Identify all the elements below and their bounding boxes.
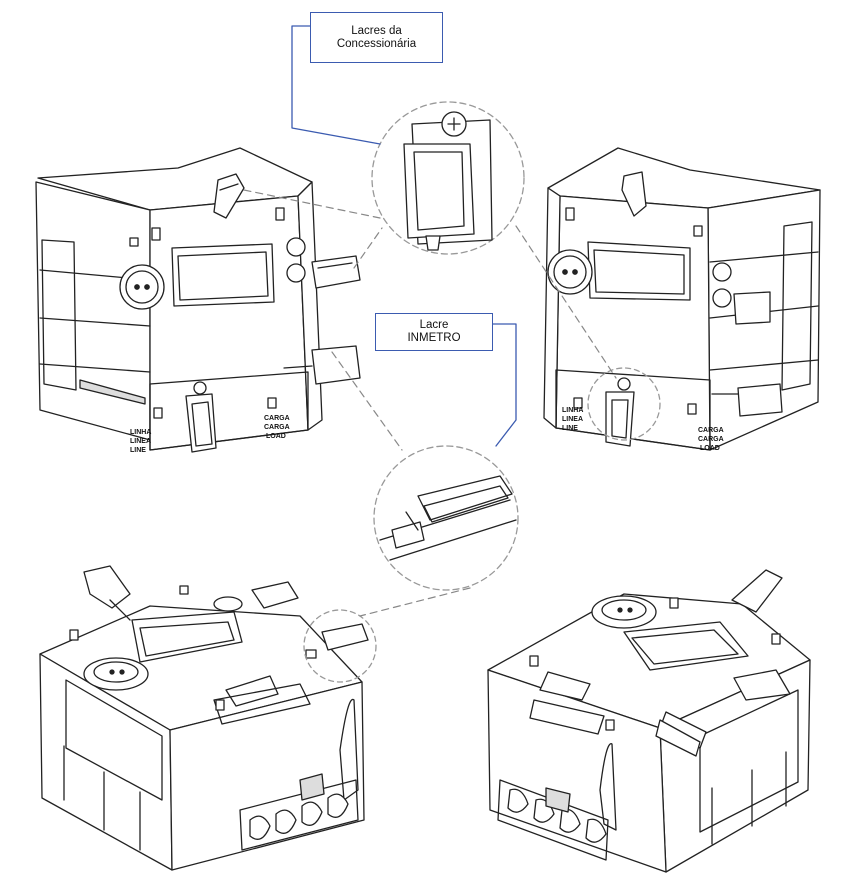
terminal-label-right-3b: LOAD xyxy=(700,445,720,452)
meter-top-left xyxy=(39,565,369,871)
connector-lines xyxy=(243,189,617,617)
terminal-label-right-2b: CARGA xyxy=(698,436,724,443)
meter-top-right xyxy=(487,569,811,873)
terminal-label-right-2: CARGA xyxy=(264,424,290,431)
terminal-label-left-1: LINHA xyxy=(130,429,151,436)
callout-concessionaria-seals: Lacres da Concessionária xyxy=(310,12,443,63)
callout-concessionaria-line2: Concessionária xyxy=(336,37,417,50)
terminal-label-left-1b: LINHA xyxy=(562,407,583,414)
callout-leaders xyxy=(291,25,517,447)
terminal-label-right-1b: CARGA xyxy=(698,427,724,434)
callout-inmetro-line2: INMETRO xyxy=(407,332,461,344)
zoom-detail-inmetro xyxy=(373,445,519,591)
terminal-label-left-3b: LINE xyxy=(562,425,578,432)
terminal-label-left-2b: LINEA xyxy=(562,416,583,423)
terminal-label-left-3: LINE xyxy=(130,447,146,454)
callout-inmetro-line1: Lacre xyxy=(419,319,449,331)
zoom-detail-small-bottom xyxy=(303,367,661,683)
meter-front-left xyxy=(35,147,361,453)
callout-inmetro-seal: Lacre INMETRO xyxy=(375,313,493,351)
terminal-label-left-2: LINEA xyxy=(130,438,151,445)
terminal-label-right-1: CARGA xyxy=(264,415,290,422)
terminal-label-right-3: LOAD xyxy=(266,433,286,440)
meter-front-right xyxy=(543,147,821,451)
callout-concessionaria-line1: Lacres da xyxy=(351,24,402,37)
zoom-detail-concessionaria xyxy=(371,101,525,255)
